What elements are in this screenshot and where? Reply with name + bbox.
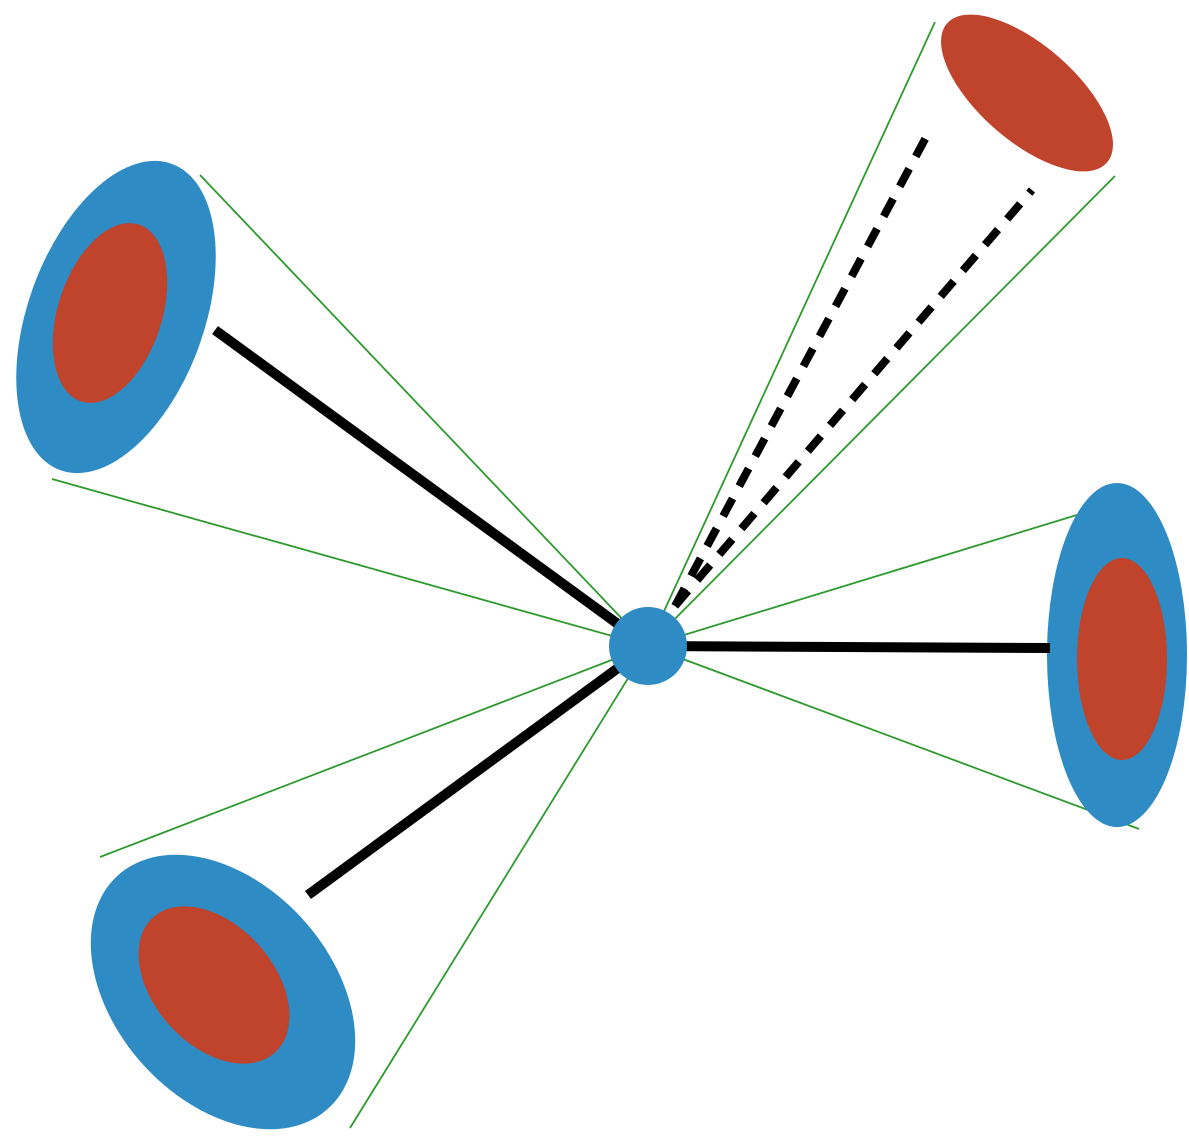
cone-edge-upper-left-top <box>199 174 649 647</box>
jet-upper-right-dashed-track-2 <box>671 187 1036 609</box>
cone-edge-lower-left-top <box>99 645 649 858</box>
jet-upper-left-track <box>212 325 651 651</box>
jet-lower-left <box>90 641 651 1130</box>
jet-upper-left <box>16 160 651 651</box>
jet-lower-left-inner-core <box>138 906 290 1064</box>
jet-right <box>647 483 1187 827</box>
cone-edge-right-bottom <box>647 645 1140 830</box>
cone-edges <box>51 21 1140 1129</box>
jet-right-inner-core <box>1077 558 1167 760</box>
vertex-dot <box>609 607 687 685</box>
jet-right-track <box>647 641 1051 653</box>
cone-edge-upper-right-right <box>647 175 1116 647</box>
cone-edge-lower-left-bottom <box>349 645 649 1129</box>
cone-edge-right-top <box>647 506 1104 647</box>
jet-upper-right-inner-core <box>941 14 1113 172</box>
jet-upper-left-inner-core <box>52 223 168 403</box>
jet-upper-right-dashed-track-1 <box>671 126 935 608</box>
jet-lower-left-track <box>305 641 651 900</box>
jet-upper-right <box>671 14 1113 609</box>
cone-edge-upper-left-bottom <box>51 478 649 647</box>
cone-edge-upper-right-left <box>647 21 936 647</box>
